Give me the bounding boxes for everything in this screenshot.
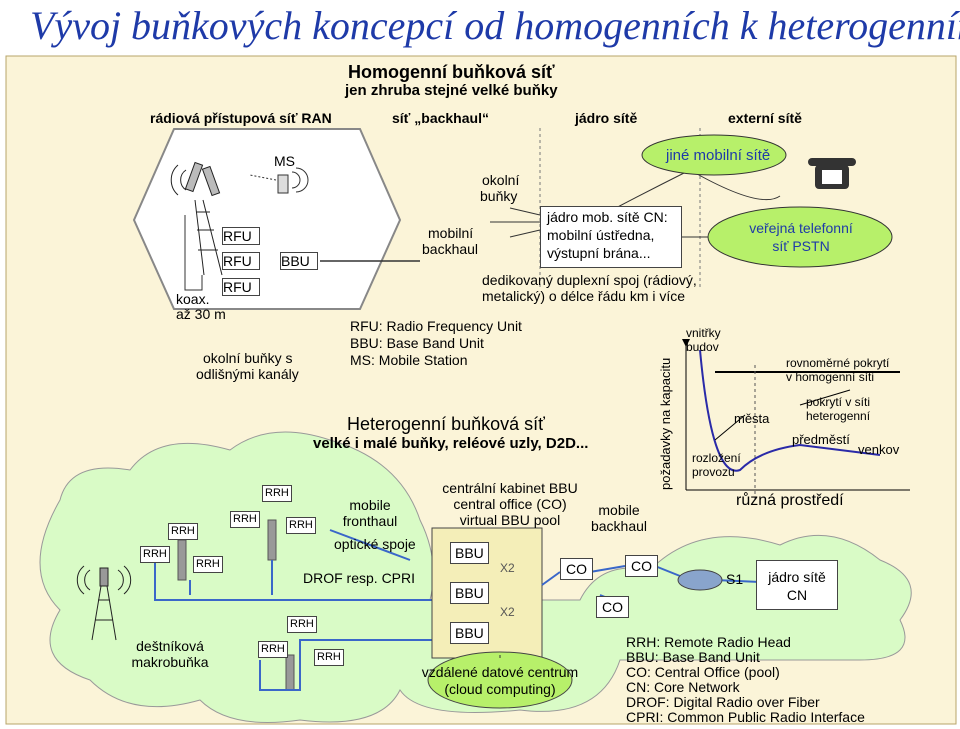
bbu-box: BBU [450,582,489,605]
bbu-box: BBU [280,252,318,271]
bbu-box: BBU [450,542,489,565]
core-network-box: jádro mob. sítě CN: mobilní ústředna, vý… [540,206,682,268]
mobile-backhaul-label: backhaul [422,241,479,257]
col-backhaul: síť „backhaul“ [392,110,489,126]
mobile-backhaul-label: mobile [598,502,640,518]
coax-label: koax. [176,291,210,307]
x2-label: X2 [500,605,515,619]
dedicated-link-label: metalický) o délce řádu km i více [482,288,686,304]
rrh-box: RRH [287,616,317,633]
legend-item: DROF: Digital Radio over Fiber [626,694,820,710]
hetero-coverage-label: pokrytí v síti [806,395,871,409]
mobile-backhaul-label: mobilní [428,225,474,241]
bbu-box: BBU [450,622,489,645]
fronthaul-label: mobile [349,497,391,513]
legend-item: MS: Mobile Station [350,352,468,368]
central-cabinet-label: central office (CO) [453,496,567,512]
pstn-label: síť PSTN [772,238,830,254]
legend-item: CPRI: Common Public Radio Interface [626,709,865,725]
homog-subheading: jen zhruba stejné velké buňky [345,82,558,99]
mobile-phone-icon [277,167,309,194]
telephone-icon [808,158,856,189]
col-external: externí sítě [728,110,802,126]
central-cabinet-label: centrální kabinet BBU [442,480,578,496]
col-core: jádro sítě [575,110,638,126]
legend-item: CN: Core Network [626,679,740,695]
co-box: CO [596,596,629,619]
co-box: CO [625,555,658,578]
rrh-box: RRH [262,485,292,502]
fiber-link [154,529,450,691]
legend-item: BBU: Base Band Unit [626,649,760,665]
uniform-coverage-label: v homogenní síti [786,370,875,384]
hetero-heading: Heterogenní buňková síť [347,414,545,434]
datacenter-label: (cloud computing) [444,681,556,697]
rrh-box: RRH [258,641,288,658]
rrh-box: RRH [168,523,198,540]
traffic-spread-label: provozu [692,465,735,479]
legend-item: RRH: Remote Radio Head [626,634,791,650]
central-cabinet-label: virtual BBU pool [459,512,561,528]
neighbor-channels-label: okolní buňky s [203,350,293,366]
datacenter-label: vzdálené datové centrum [421,664,579,680]
drof-label: DROF resp. CPRI [303,570,416,586]
rrh-box: RRH [314,649,344,666]
rrh-box: RRH [230,511,260,528]
uniform-coverage-label: rovnoměrné pokrytí [786,356,890,370]
neighbor-cells-label: okolní [482,172,520,188]
coax-label: až 30 m [176,306,226,322]
ms-label: MS [274,153,295,169]
other-networks-label: jiné mobilní sítě [666,147,771,164]
capacity-axis-label: požadavky na kapacitu [658,357,673,490]
neighbor-channels-label: odlišnými kanály [196,366,299,382]
legend-item: BBU: Base Band Unit [350,335,484,351]
rrh-box: RRH [140,546,170,563]
cloud-pstn [707,206,893,268]
rfu-box: RFU [222,252,260,271]
rfu-box: RFU [222,278,260,297]
rrh-tower-icon [177,519,295,691]
hexagon-cell [132,128,402,310]
pstn-label: veřejná telefonní [749,220,853,236]
hetnet-cloud [39,431,912,723]
s1-label: S1 [726,571,744,587]
indoor-label: vnitřky [686,326,721,340]
cloud-other-networks [641,134,787,176]
traffic-spread-label: rozložení [692,451,741,465]
mobile-backhaul-label: backhaul [590,518,648,534]
col-ran: rádiová přístupová síť RAN [150,110,332,126]
router-icon [677,569,723,591]
cloud-datacenter [427,651,573,709]
hetero-subheading: velké i malé buňky, reléové uzly, D2D... [313,435,589,452]
rural-label: venkov [858,442,900,457]
dedicated-link-label: dedikovaný duplexní spoj (rádiový, [482,272,697,288]
co-box: CO [560,558,593,581]
hetero-coverage-label: heterogenní [806,409,871,423]
base-station-tower-icon [170,161,223,276]
homog-heading: Homogenní buňková síť [348,62,555,82]
indoor-label: budov [686,340,719,354]
macro-tower-icon [76,565,132,641]
coax-cable [184,215,203,291]
legend-item: RFU: Radio Frequency Unit [350,318,522,334]
environments-label: různá prostředí [736,492,844,509]
city-label: města [734,411,770,426]
neighbor-cells-label: buňky [480,188,518,204]
page-title: Vývoj buňkových koncepcí od homogenních … [30,3,960,48]
fronthaul-label: fronthaul [342,513,398,529]
rrh-box: RRH [286,517,316,534]
umbrella-label: makrobuňka [131,654,209,670]
legend-item: CO: Central Office (pool) [626,664,780,680]
rfu-box: RFU [222,227,260,246]
suburb-label: předměstí [792,432,850,447]
umbrella-label: deštníková [136,638,204,654]
x2-label: X2 [500,561,515,575]
traffic-distribution-curve [699,349,881,472]
rrh-box: RRH [193,556,223,573]
core-network-box: jádro sítě CN [756,560,838,610]
optical-label: optické spoje [334,536,416,552]
